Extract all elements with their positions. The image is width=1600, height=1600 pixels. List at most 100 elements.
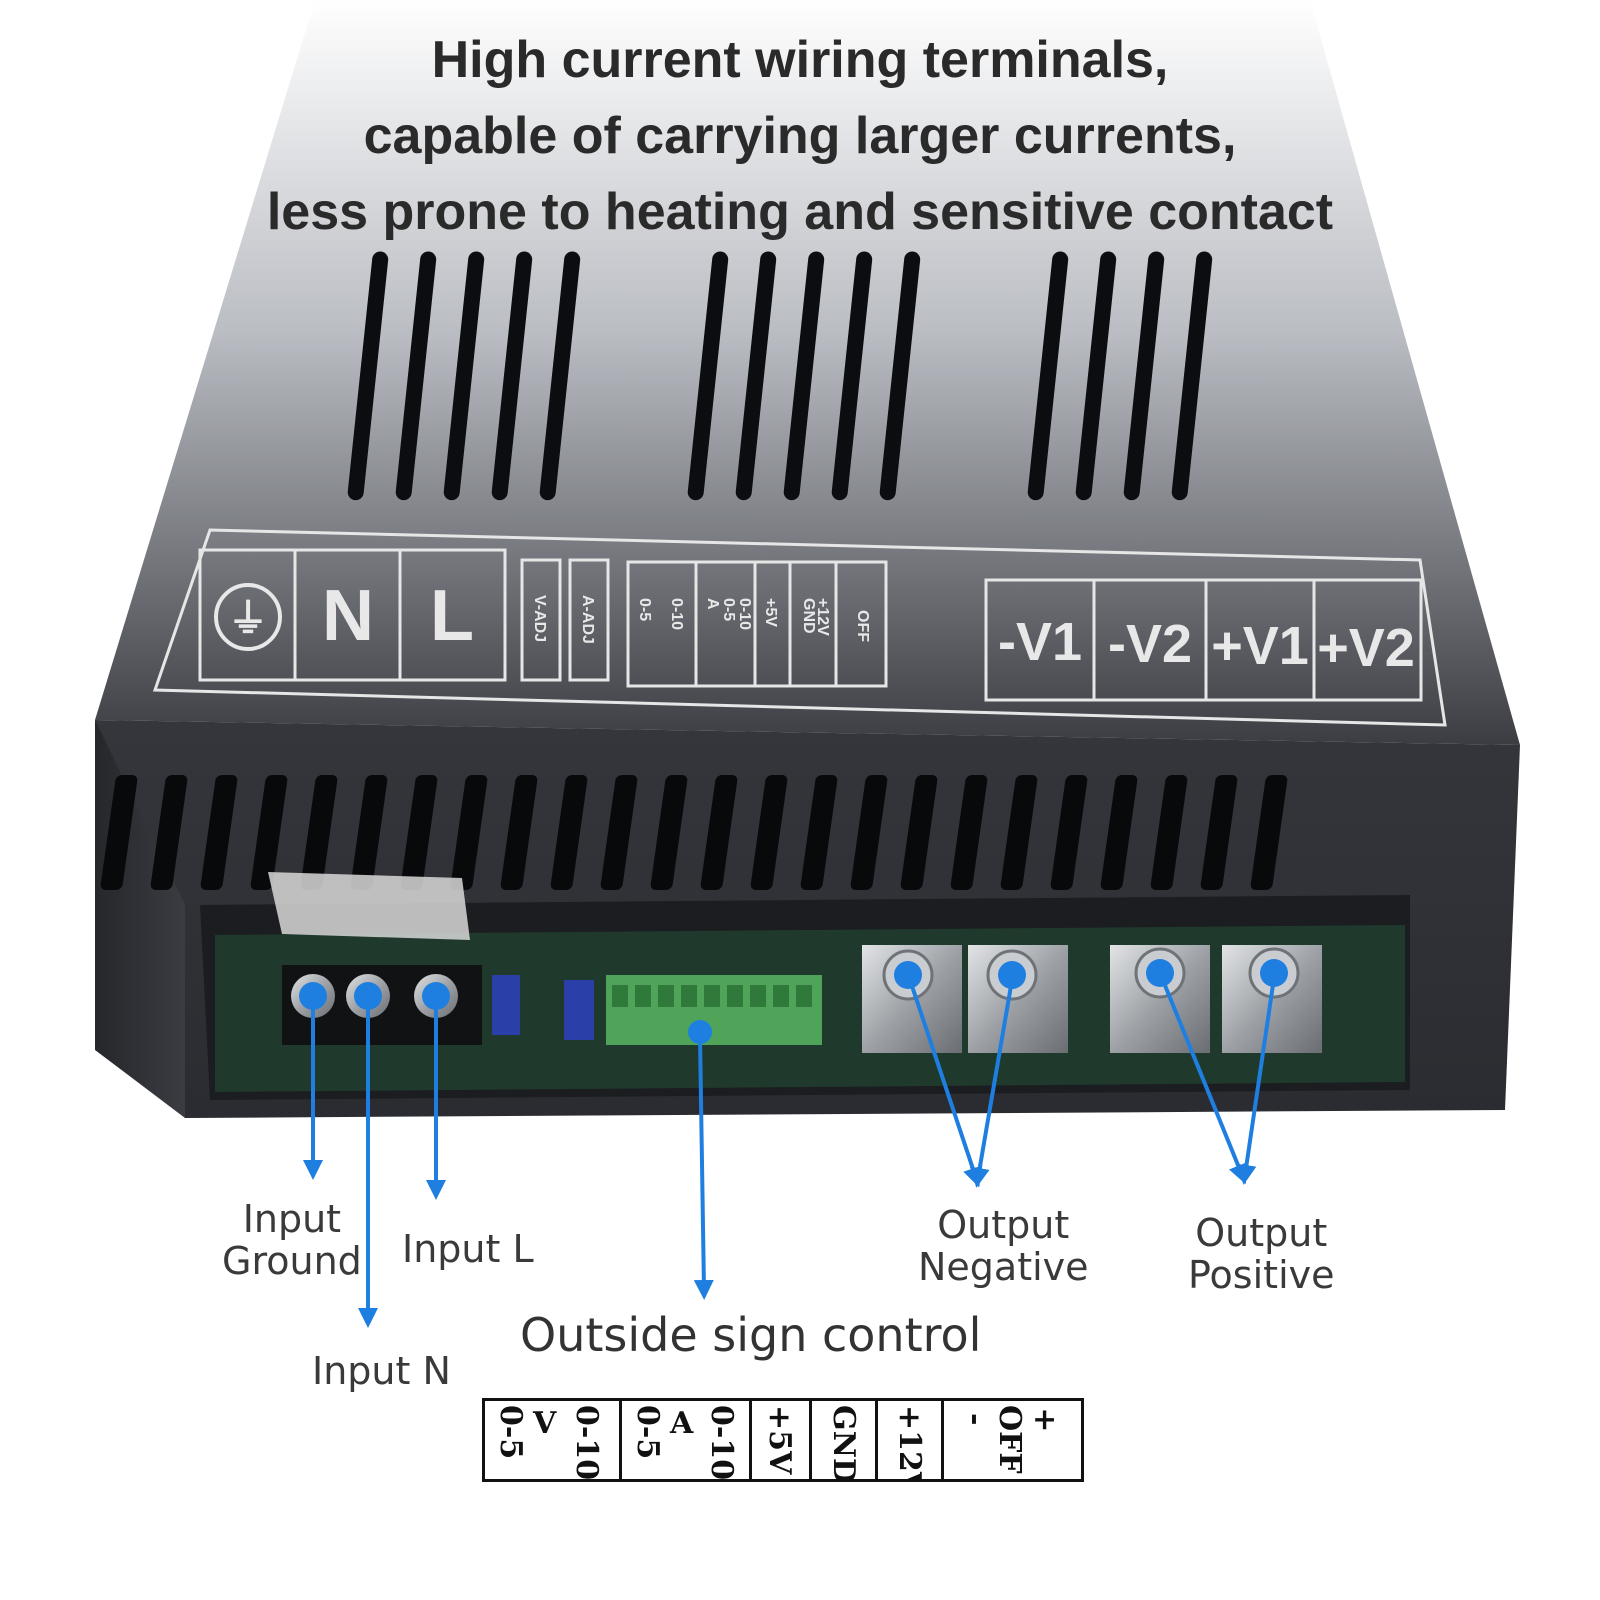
signal-pin [681, 985, 697, 1007]
callout-input-n: Input N [312, 1349, 451, 1393]
front-vent-slot [750, 775, 788, 890]
pin-cell-voltage: 0-5 V 0-10 [485, 1401, 622, 1479]
top-vent-slot [539, 251, 581, 501]
top-vent-slot [831, 251, 873, 501]
front-vent-slot [1150, 775, 1188, 890]
callout-output-negative-line2: Negative [918, 1245, 1089, 1289]
panel-mark-sig-a: A [704, 598, 721, 610]
signal-pin [727, 985, 743, 1007]
pin-gnd: GND [826, 1405, 861, 1479]
top-vent-slot [1171, 251, 1213, 501]
panel-mark-aadj: A-ADJ [579, 595, 596, 644]
headline-line-2: capable of carrying larger currents, [363, 107, 1237, 165]
callout-output-negative: Output Negative [918, 1204, 1089, 1288]
top-vent-slot [1123, 251, 1165, 501]
panel-mark-ground: ⏚ [228, 597, 268, 641]
front-vent-slot [100, 775, 138, 890]
top-vent-slot [1027, 251, 1069, 501]
signal-pin [635, 985, 651, 1007]
pin-v-05: 0-5 [493, 1405, 528, 1460]
signal-pin [773, 985, 789, 1007]
panel-label [152, 528, 1447, 727]
panel-mark-sig-05: 0-5 [636, 598, 653, 621]
signal-pin [612, 985, 628, 1007]
panel-mark-sig-010: 0-10 [668, 598, 685, 630]
a-adj-trimpot [564, 980, 594, 1040]
top-vent-slot [491, 251, 533, 501]
front-vent-slot [500, 775, 538, 890]
pointer-dots [299, 959, 1288, 1044]
pin-cell-off: - OFF + [944, 1401, 1081, 1479]
front-vent-slot [1050, 775, 1088, 890]
panel-mark-sig-5v: +5V [762, 598, 779, 627]
signal-pin [750, 985, 766, 1007]
front-vent-slot [250, 775, 288, 890]
front-vent-slot [650, 775, 688, 890]
front-vent-slot [1000, 775, 1038, 890]
headline: High current wiring terminals, capable o… [0, 22, 1600, 250]
front-vent-slot [300, 775, 338, 890]
panel-mark-v2-neg: -V2 [1108, 614, 1192, 674]
front-vent-slot [600, 775, 638, 890]
top-vent-slot [783, 251, 825, 501]
front-vent-slot [550, 775, 588, 890]
front-vent-slot [800, 775, 838, 890]
callout-input-ground-line1: Input [242, 1197, 342, 1241]
signal-pin [658, 985, 674, 1007]
pin-v-label: V [533, 1406, 557, 1441]
pin-12v: +12V [892, 1405, 927, 1479]
front-vent-slot [400, 775, 438, 890]
top-vent-slot [395, 251, 437, 501]
callout-output-positive-line1: Output [1195, 1211, 1328, 1255]
pin-off: OFF [992, 1405, 1027, 1474]
fuse-cover [268, 872, 470, 940]
signal-connector-pins [612, 985, 812, 1007]
panel-mark-vadj: V-ADJ [531, 595, 548, 642]
panel-mark-v2-pos: +V2 [1317, 618, 1415, 678]
panel-label-text: ⏚ N L V-ADJ A-ADJ 0-5 0-10 A 0-5 0-10 +5… [214, 576, 1415, 678]
top-vent-slot [735, 251, 777, 501]
sign-control-pin-table: 0-5 V 0-10 0-5 A 0-10 +5V GND +12V - OFF… [482, 1398, 1084, 1482]
top-vent-slot [347, 251, 389, 501]
front-vent-slot [350, 775, 388, 890]
callout-output-positive-line2: Positive [1188, 1253, 1335, 1297]
panel-mark-v1-neg: -V1 [998, 612, 1082, 672]
pin-v-010: 0-10 [569, 1405, 604, 1479]
pin-a-label: A [670, 1406, 694, 1441]
ground-symbol-icon [214, 583, 282, 651]
front-vent-slot [700, 775, 738, 890]
headline-line-1: High current wiring terminals, [431, 31, 1169, 89]
headline-line-3: less prone to heating and sensitive cont… [266, 183, 1334, 241]
pointer-arrows [303, 977, 1276, 1328]
front-vent-slot [1250, 775, 1288, 890]
top-vent-slot [879, 251, 921, 501]
front-vents [100, 775, 1288, 890]
top-vent-slot [687, 251, 729, 501]
callout-input-ground: Input Ground [222, 1198, 362, 1282]
callout-input-l: Input L [402, 1227, 534, 1271]
signal-pin [796, 985, 812, 1007]
pin-a-05: 0-5 [630, 1405, 665, 1460]
panel-mark-sig-gnd: GND [800, 598, 817, 634]
v-adj-trimpot [492, 975, 520, 1035]
front-vent-slot [850, 775, 888, 890]
front-vent-slot [1100, 775, 1138, 890]
pin-cell-12v: +12V [878, 1401, 944, 1479]
callout-output-negative-line1: Output [937, 1203, 1070, 1247]
front-vent-slot [950, 775, 988, 890]
panel-mark-n: N [322, 576, 374, 656]
pin-cell-current: 0-5 A 0-10 [622, 1401, 752, 1479]
pin-off-plus: + [1032, 1402, 1058, 1437]
top-vent-slot [443, 251, 485, 501]
front-vent-slot [150, 775, 188, 890]
top-vent-slot [1075, 251, 1117, 501]
panel-mark-l: L [430, 576, 474, 656]
top-vents [347, 251, 1213, 501]
front-vent-slot [450, 775, 488, 890]
pin-5v: +5V [762, 1405, 797, 1475]
front-vent-slot [1200, 775, 1238, 890]
panel-mark-sig-a05: 0-5 [720, 598, 737, 621]
sign-control-title: Outside sign control [520, 1308, 982, 1362]
pin-a-010: 0-10 [704, 1405, 739, 1479]
